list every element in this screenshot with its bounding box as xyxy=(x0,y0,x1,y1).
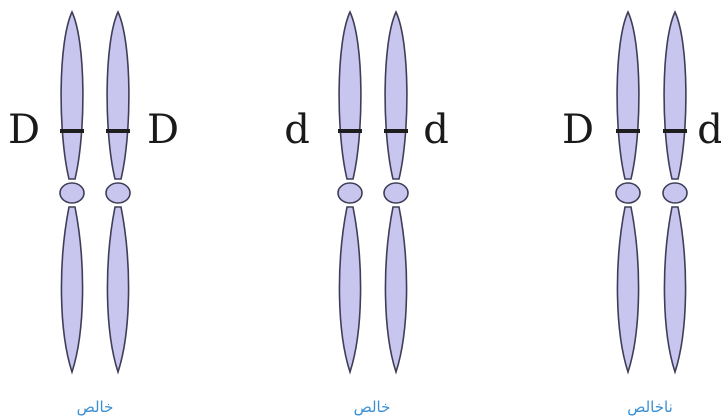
chromosome-pair-1: D D خالص xyxy=(8,10,179,416)
purity-caption: خالص xyxy=(77,398,114,416)
allele-label-right: d xyxy=(697,107,721,153)
centromere xyxy=(337,182,363,204)
allele-label-left: d xyxy=(284,107,310,153)
centromere xyxy=(59,182,85,204)
chromosome-upper-arm xyxy=(616,10,640,180)
chromosome xyxy=(59,10,85,375)
allele-label-right: D xyxy=(147,107,179,153)
chromosome xyxy=(105,10,131,375)
chromosome-lower-arm xyxy=(60,206,84,375)
centromere xyxy=(615,182,641,204)
chromosome-lower-arm xyxy=(106,206,130,375)
chromosome-upper-arm xyxy=(663,10,687,180)
purity-caption: ناخالص xyxy=(627,398,673,416)
chromosome-upper-arm xyxy=(338,10,362,180)
chromosome-upper-arm xyxy=(60,10,84,180)
purity-caption: خالص xyxy=(354,398,391,416)
chromosome xyxy=(337,10,363,375)
centromere xyxy=(105,182,131,204)
chromosome-pair-2: d d خالص xyxy=(284,10,449,416)
centromere xyxy=(662,182,688,204)
centromere xyxy=(383,182,409,204)
chromosome-lower-arm xyxy=(338,206,362,375)
chromosome-pair-3: D d ناخالص xyxy=(562,10,721,416)
allele-label-left: D xyxy=(8,107,40,153)
chromosome xyxy=(615,10,641,375)
allele-label-left: D xyxy=(562,107,594,153)
chromosome-lower-arm xyxy=(616,206,640,375)
chromosome-lower-arm xyxy=(384,206,408,375)
chromosome-upper-arm xyxy=(106,10,130,180)
allele-label-right: d xyxy=(423,107,449,153)
chromosome-upper-arm xyxy=(384,10,408,180)
chromosome-lower-arm xyxy=(663,206,687,375)
chromosome xyxy=(662,10,688,375)
chromosome xyxy=(383,10,409,375)
